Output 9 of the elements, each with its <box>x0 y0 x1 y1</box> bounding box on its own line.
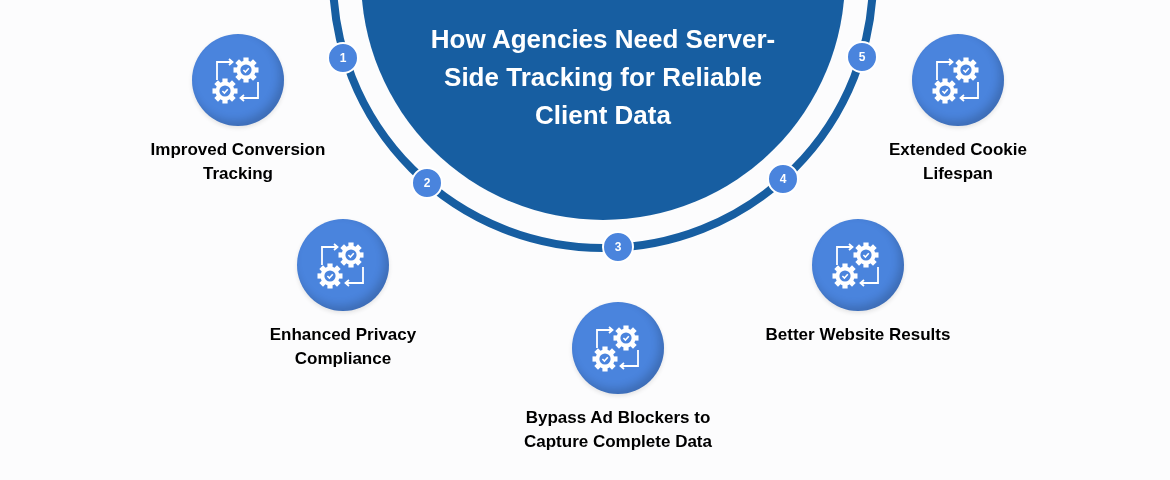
title-text: How Agencies Need Server-Side Tracking for Reliable Client Data <box>429 23 777 132</box>
step-number-badge: 1 <box>327 42 359 74</box>
step-label: Extended Cookie Lifespan <box>888 139 1028 185</box>
step-number-badge: 5 <box>846 41 878 73</box>
step-label: Better Website Results <box>765 324 951 346</box>
step-label: Improved Conversion Tracking <box>149 139 327 185</box>
step-label: Bypass Ad Blockers to Capture Complete Data <box>523 407 713 453</box>
step-number-badge: 3 <box>602 231 634 263</box>
step-label: Enhanced Privacy Compliance <box>268 324 418 370</box>
